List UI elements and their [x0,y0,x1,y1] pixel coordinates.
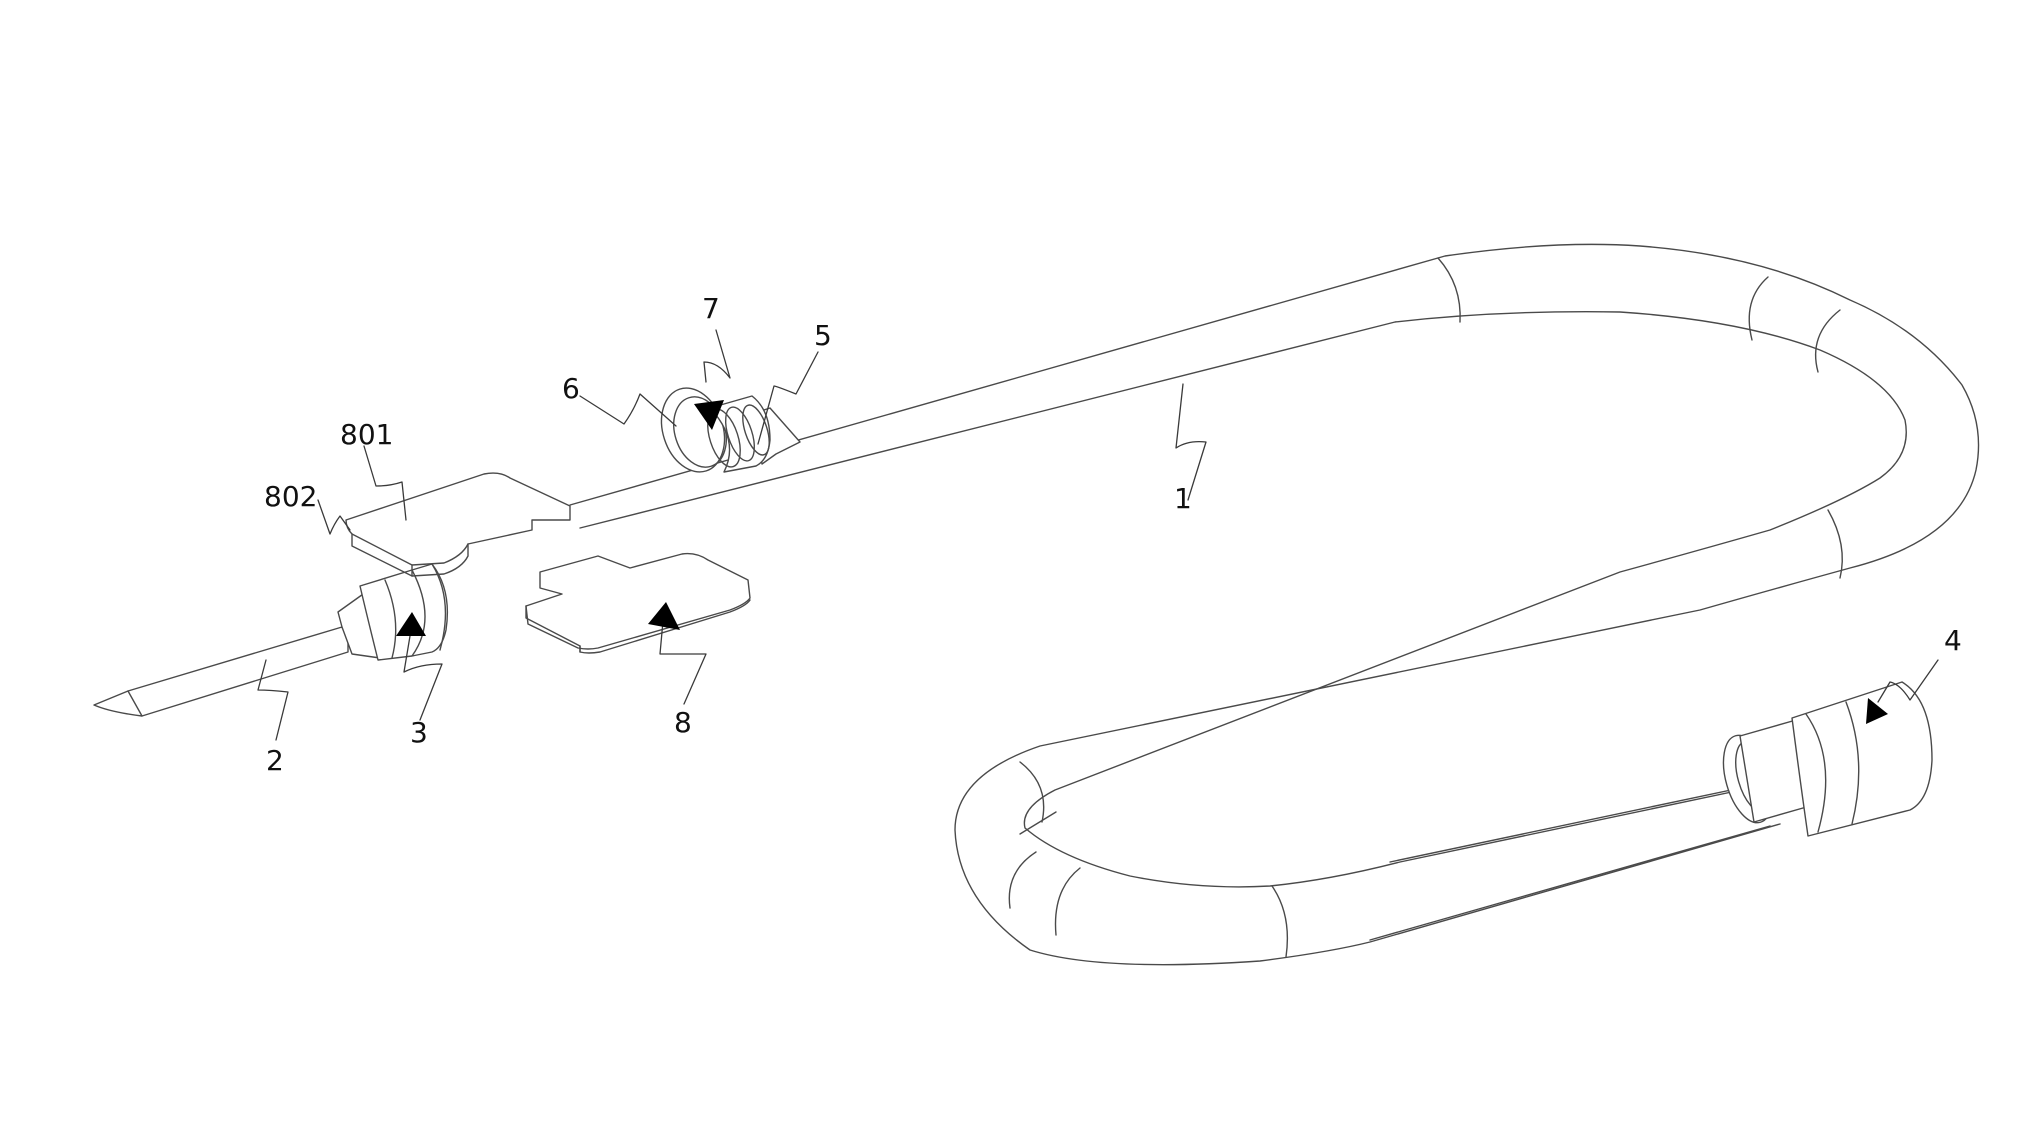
hub-collar [411,563,449,657]
arrow-7 [694,400,724,430]
tube-band-3 [1814,309,1841,373]
leader-1 [1175,383,1207,501]
reference-numerals: 1 2 3 4 5 6 7 8 801 802 [264,292,1962,777]
connector-lead-bottom [1369,825,1771,941]
label-6: 6 [562,372,580,405]
label-8: 8 [674,706,692,739]
needle-assembly [93,563,449,717]
wing-assembly [345,472,751,654]
label-2: 2 [266,744,284,777]
side-port [660,387,801,473]
port-cap-ring-3 [742,404,770,456]
needle-shaft [93,626,349,717]
label-3: 3 [410,716,428,749]
arrow-4 [1866,698,1888,724]
tube-band-6 [1008,851,1037,909]
tube-bend-lip [1019,811,1057,835]
leader-lines [257,329,1939,741]
connector-assembly [1369,681,1933,941]
leader-802 [317,499,351,535]
label-4: 4 [1944,624,1962,657]
tube-band-4 [1827,509,1843,579]
port-flange [660,387,726,473]
label-7: 7 [702,292,720,325]
tube-inner-edge [579,311,1907,888]
tube-loop [569,243,1980,966]
label-802: 802 [264,480,317,513]
needle-hub-band [384,579,397,659]
tube-band-2 [1748,276,1769,341]
connector-lead-top [1389,785,1751,863]
arrow-8 [648,602,680,630]
leader-5 [757,351,819,445]
hub-collar-joint [431,563,447,651]
tube-band-7 [1054,867,1081,936]
label-5: 5 [814,319,832,352]
tube-band-1 [1437,257,1461,323]
tube-band-5 [1019,761,1045,823]
leader-2 [257,659,289,741]
arrow-3 [396,612,426,636]
tube-outer-edge [569,243,1980,966]
needle-tip-line [127,690,143,717]
upper-wing-edge [351,533,469,577]
leader-4 [1877,659,1939,703]
leader-3 [403,623,443,721]
upper-wing [345,472,571,566]
leader-6 [579,393,677,427]
leader-7 [703,329,731,383]
label-1: 1 [1174,482,1192,515]
port-cap [709,395,771,473]
connector-band-2 [1845,701,1860,825]
port-cap-ring-2 [724,406,756,462]
leader-8 [659,609,707,705]
tube-band-8 [1271,885,1289,958]
connector-body [1791,681,1933,837]
label-801: 801 [340,418,393,451]
leader-801 [363,445,407,521]
connector-band [1805,713,1827,833]
